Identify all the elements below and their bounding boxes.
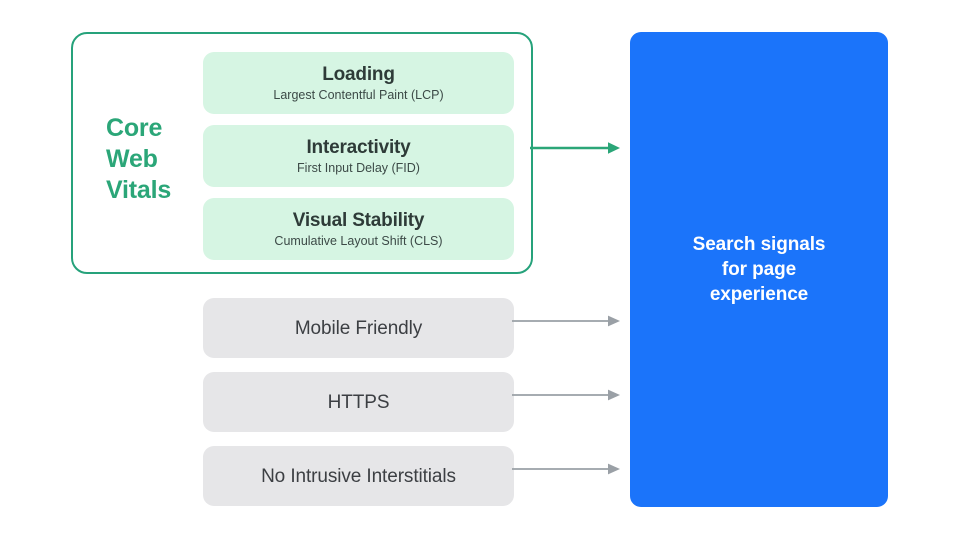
- core-web-vitals-group-label: Core Web Vitals: [106, 113, 196, 206]
- signal-label: No Intrusive Interstitials: [261, 465, 456, 487]
- metric-card-interactivity: Interactivity First Input Delay (FID): [203, 125, 514, 187]
- metric-card-loading: Loading Largest Contentful Paint (LCP): [203, 52, 514, 114]
- search-signals-panel-label: Search signals for page experience: [675, 232, 844, 307]
- arrow-no-intrusive-interstitials-to-destination: [512, 463, 620, 475]
- arrow-mobile-friendly-to-destination: [512, 315, 620, 327]
- metric-title: Visual Stability: [292, 209, 425, 231]
- core-web-vitals-label-line-3: Vitals: [106, 176, 172, 204]
- signal-label: Mobile Friendly: [294, 317, 423, 339]
- metric-subtitle: Cumulative Layout Shift (CLS): [274, 233, 443, 248]
- search-signals-line-3: experience: [709, 284, 809, 305]
- core-web-vitals-label-line-1: Core: [106, 114, 163, 142]
- arrow-core-web-vitals-to-destination: [530, 142, 620, 154]
- signal-card-https: HTTPS: [203, 372, 514, 432]
- core-web-vitals-group: [71, 32, 533, 274]
- search-signals-line-1: Search signals: [692, 234, 826, 255]
- search-signals-panel: Search signals for page experience: [630, 32, 888, 507]
- signal-card-mobile-friendly: Mobile Friendly: [203, 298, 514, 358]
- core-web-vitals-label-line-2: Web: [106, 145, 158, 173]
- metric-title: Interactivity: [306, 136, 411, 158]
- metric-subtitle: Largest Contentful Paint (LCP): [273, 87, 444, 102]
- search-signals-line-2: for page: [721, 259, 797, 280]
- signal-label: HTTPS: [327, 391, 390, 413]
- signal-card-no-intrusive-interstitials: No Intrusive Interstitials: [203, 446, 514, 506]
- metric-title: Loading: [322, 63, 395, 85]
- metric-subtitle: First Input Delay (FID): [297, 160, 420, 175]
- metric-card-visual-stability: Visual Stability Cumulative Layout Shift…: [203, 198, 514, 260]
- arrow-https-to-destination: [512, 389, 620, 401]
